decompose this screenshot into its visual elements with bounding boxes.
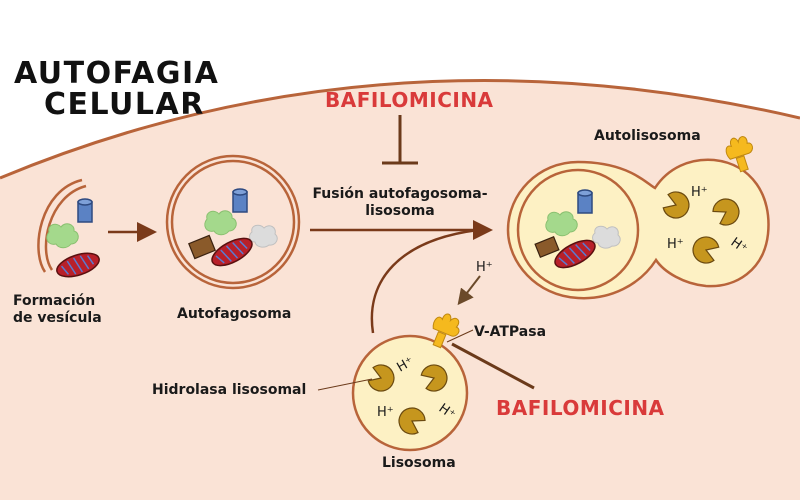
autophagosome xyxy=(165,154,301,290)
proton-label: H⁺ xyxy=(395,354,417,375)
phagophore xyxy=(37,178,103,283)
proton-label: H⁺ xyxy=(377,405,394,420)
arrow-lysosome-to-fusion xyxy=(370,228,479,334)
fusion-label-1: Fusión autofagosoma- xyxy=(312,186,488,202)
lysosome xyxy=(351,309,469,452)
vesicle-formation-label-2: de vesícula xyxy=(13,310,102,326)
hydrolase-leader xyxy=(317,378,373,391)
lysosome-label: Lisosoma xyxy=(382,455,456,471)
autolysosome xyxy=(506,132,770,300)
proton-label: H⁺ xyxy=(476,260,493,275)
title-line-1: AUTOFAGIA xyxy=(14,56,220,91)
proton-label: H⁺ xyxy=(691,185,708,200)
title-line-2: CELULAR xyxy=(44,87,205,122)
proton-label: H⁺ xyxy=(667,237,684,252)
proton-arrow xyxy=(457,275,481,306)
autophagosome-label: Autofagosoma xyxy=(177,306,292,322)
hydrolase-label: Hidrolasa lisosomal xyxy=(152,382,307,398)
vatpase-label: V-ATPasa xyxy=(474,324,547,340)
vesicle-formation-label-1: Formación xyxy=(13,293,96,309)
vatpase-leader xyxy=(446,329,474,343)
fusion-label-2: lisosoma xyxy=(365,203,435,219)
bafilomycin-label-bottom: BAFILOMICINA xyxy=(496,396,665,420)
inhibition-bar-top xyxy=(382,115,418,165)
bafilomycin-line xyxy=(451,342,535,390)
autolysosome-label: Autolisosoma xyxy=(594,128,701,144)
cell-membrane xyxy=(0,78,800,180)
bafilomycin-label-top: BAFILOMICINA xyxy=(325,88,494,112)
